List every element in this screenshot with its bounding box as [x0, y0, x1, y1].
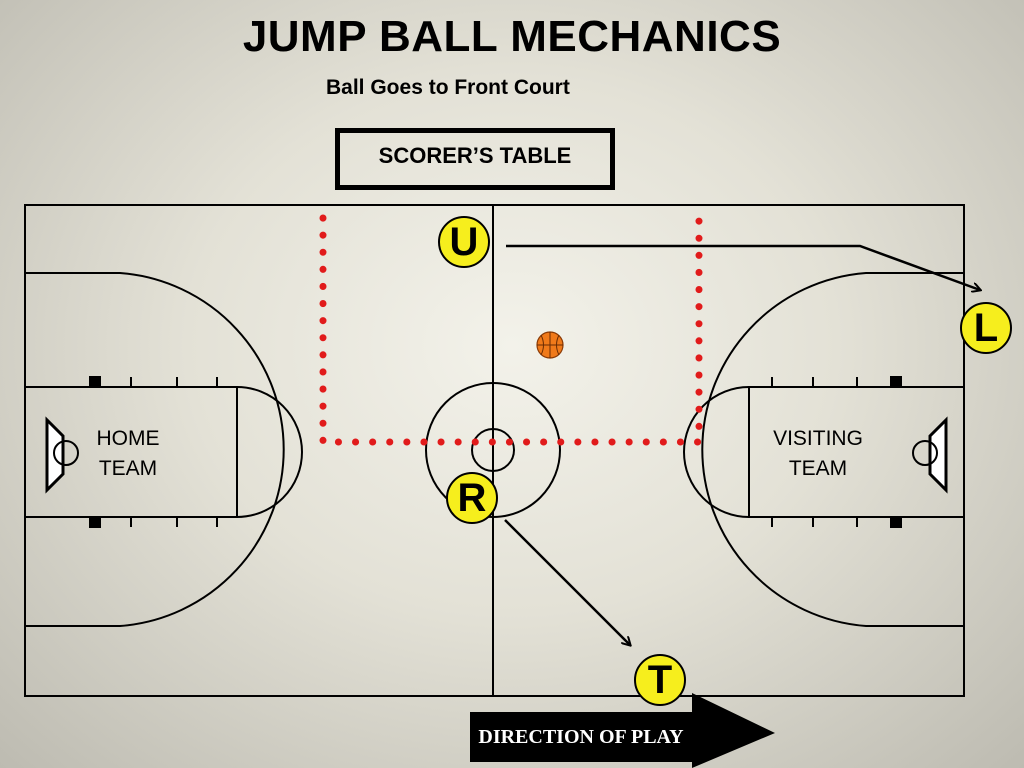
visiting-lane-marks — [771, 377, 858, 527]
center-restraining-circle — [471, 428, 515, 472]
official-u: U — [438, 216, 490, 268]
visiting-backboard — [928, 416, 948, 494]
coverage-dotted-line — [319, 214, 703, 446]
visiting-team-label: VISITING TEAM — [773, 427, 863, 480]
home-free-throw-arc — [236, 386, 303, 518]
direction-of-play-label: DIRECTION OF PLAY — [478, 725, 684, 748]
home-block-top — [89, 376, 101, 387]
direction-arrow-icon — [470, 693, 775, 768]
visiting-three-point-arc — [701, 272, 964, 627]
scorers-table-label: SCORER’S TABLE — [378, 143, 572, 168]
visiting-block-bottom — [890, 517, 902, 528]
official-l: L — [960, 302, 1012, 354]
diagram-title: JUMP BALL MECHANICS — [242, 12, 782, 61]
center-circle — [425, 382, 561, 518]
home-three-point-arc — [25, 272, 285, 627]
home-block-bottom — [89, 517, 101, 528]
home-team-label: HOME TEAM — [96, 427, 160, 480]
official-t: T — [634, 654, 686, 706]
visiting-block-top — [890, 376, 902, 387]
visiting-free-throw-arc — [683, 386, 750, 518]
r-movement-arrow — [504, 519, 630, 645]
diagram-subtitle: Ball Goes to Front Court — [326, 76, 570, 99]
official-r: R — [446, 472, 498, 524]
visiting-rim — [912, 440, 938, 466]
home-rim — [53, 440, 79, 466]
basketball-icon — [536, 331, 564, 359]
home-lane-marks — [130, 377, 218, 527]
u-movement-arrow — [506, 244, 980, 290]
scorers-table-box: SCORER’S TABLE — [335, 128, 615, 190]
